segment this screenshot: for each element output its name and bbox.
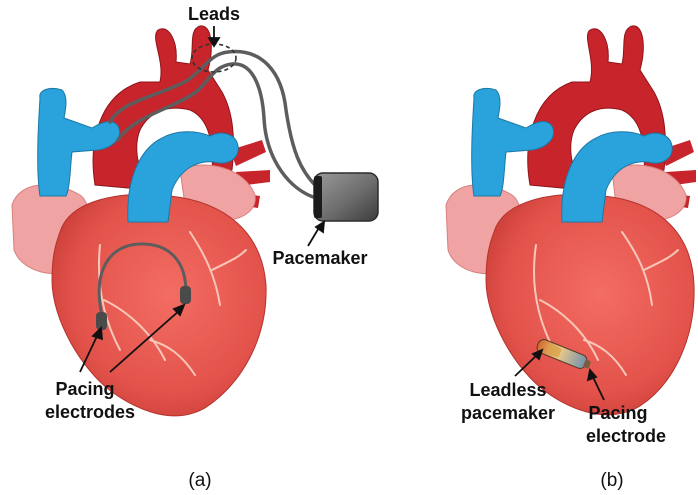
label-leadless-pacemaker-line2: pacemaker	[461, 403, 555, 423]
panel-a: Leads Pacemaker Pacing electrodes (a)	[12, 4, 378, 491]
label-pacing-electrodes-line2: electrodes	[45, 402, 135, 422]
label-pacing-electrodes-line1: Pacing	[55, 379, 114, 399]
pacemaker-device	[314, 173, 378, 221]
panel-b: Leadless pacemaker Pacing electrode (b)	[446, 26, 696, 491]
label-leadless-pacemaker-line1: Leadless	[469, 380, 546, 400]
caption-a: (a)	[188, 470, 211, 491]
label-leads: Leads	[188, 4, 240, 24]
label-pacing-electrode-line2: electrode	[586, 426, 666, 446]
label-pacing-electrode-line1: Pacing	[588, 403, 647, 423]
caption-b: (b)	[600, 470, 623, 491]
pacing-electrode-right	[180, 286, 191, 304]
heart-a	[12, 26, 316, 416]
label-pacemaker: Pacemaker	[272, 248, 367, 268]
